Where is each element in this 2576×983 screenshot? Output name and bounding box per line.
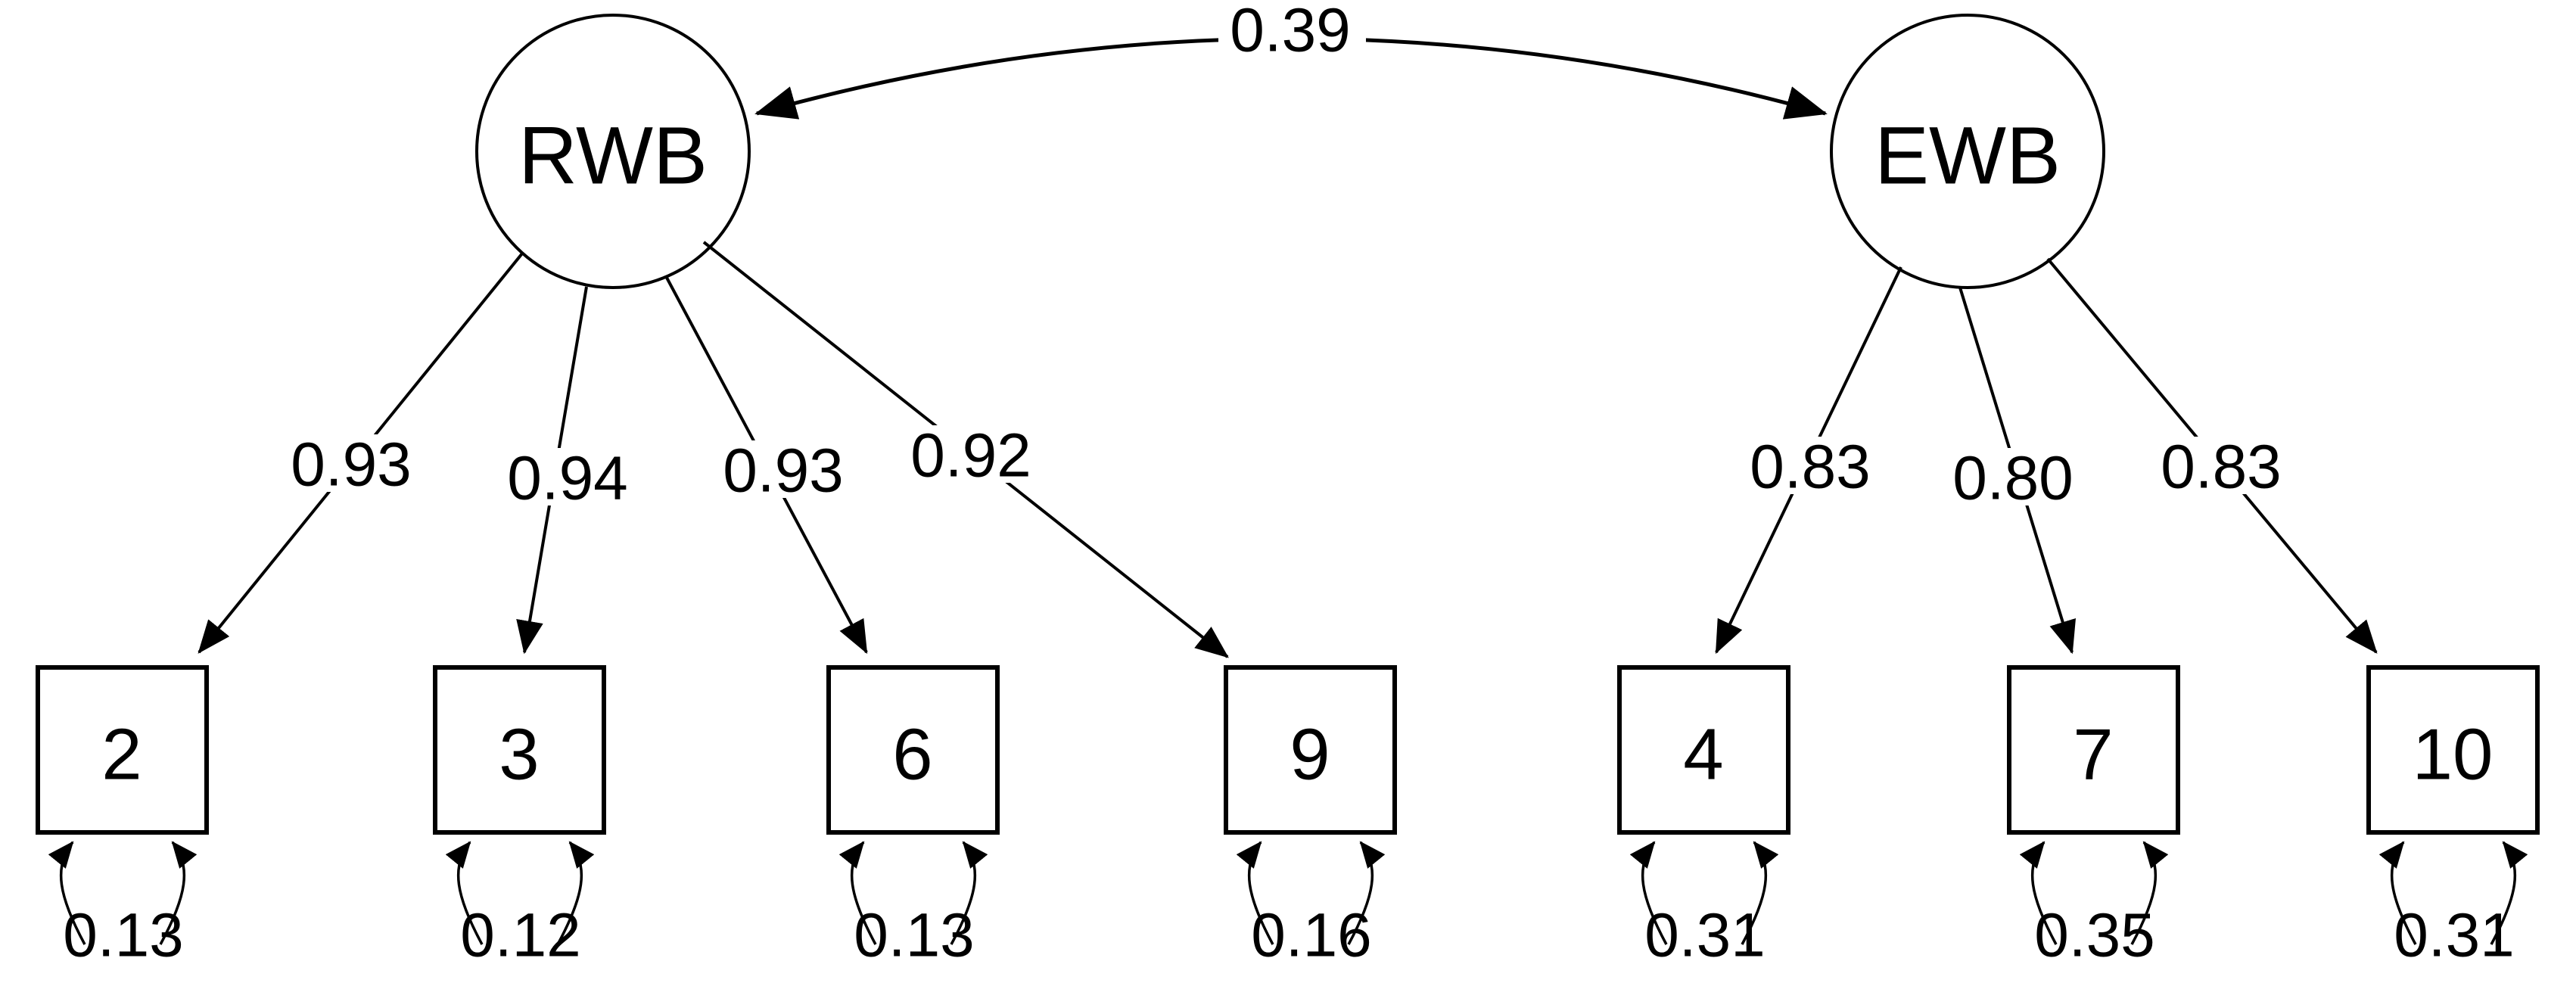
indicator-box-i7[interactable] — [2007, 665, 2180, 835]
indicator-node-i4[interactable]: 4 — [1617, 665, 1790, 835]
loading-label-rwb-i3: 0.94 — [507, 444, 628, 513]
covariance-label-rwb-ewb: 0.39 — [1230, 0, 1351, 65]
residual-arc-right-i2 — [159, 841, 198, 945]
rwb-label: RWB — [518, 110, 708, 201]
residual-label-i10: 0.31 — [2394, 901, 2515, 970]
loading-label-ewb-i7: 0.80 — [1952, 444, 2074, 513]
residual-arc-left-i2 — [48, 841, 86, 945]
indicator-label-i10: 10 — [2413, 714, 2494, 795]
indicator-label-i6: 6 — [892, 714, 932, 795]
loading-edge-rwb-i3: 0.94 — [507, 286, 628, 655]
residual-arc-left-i4 — [1629, 841, 1668, 945]
residual-arc-left-i3 — [445, 841, 484, 945]
ewb-ellipse[interactable] — [1830, 14, 2105, 289]
loading-label-rwb-i6: 0.93 — [723, 437, 844, 505]
loading-label-backdrop-rwb-i6 — [729, 440, 838, 498]
residual-arc-right-i10 — [2490, 841, 2528, 945]
indicator-node-i10[interactable]: 10 — [2366, 665, 2540, 835]
residual-loop-i9: 0.16 — [1236, 841, 1386, 970]
loading-label-backdrop-rwb-i9 — [916, 425, 1025, 483]
residual-arc-right-i3 — [556, 841, 595, 945]
residual-arc-right-i7 — [2130, 841, 2169, 945]
indicator-label-i2: 2 — [101, 714, 142, 795]
rwb-ellipse[interactable] — [475, 14, 751, 289]
residual-label-i6: 0.13 — [854, 901, 975, 970]
residual-arc-right-i6 — [950, 841, 988, 945]
residual-loop-i2: 0.13 — [48, 841, 198, 970]
indicator-box-i4[interactable] — [1617, 665, 1790, 835]
indicator-box-i3[interactable] — [433, 665, 606, 835]
residual-label-i7: 0.35 — [2034, 901, 2155, 970]
residual-label-i9: 0.16 — [1251, 901, 1372, 970]
loading-edge-rwb-i9: 0.92 — [702, 241, 1229, 658]
latent-node-ewb[interactable]: EWB — [1830, 14, 2105, 289]
loading-edge-rwb-i2: 0.93 — [198, 252, 524, 654]
indicator-node-i3[interactable]: 3 — [433, 665, 606, 835]
indicator-label-i4: 4 — [1683, 714, 1723, 795]
indicator-box-i10[interactable] — [2366, 665, 2540, 835]
loading-label-rwb-i9: 0.92 — [910, 422, 1031, 490]
indicator-label-i9: 9 — [1290, 714, 1330, 795]
indicator-node-i9[interactable]: 9 — [1224, 665, 1397, 835]
residual-label-i4: 0.31 — [1644, 901, 1766, 970]
loading-label-backdrop-rwb-i3 — [513, 448, 622, 505]
loading-label-backdrop-ewb-i4 — [1756, 437, 1865, 494]
loading-edge-ewb-i7: 0.80 — [1952, 287, 2076, 655]
loading-edge-rwb-i6: 0.93 — [664, 275, 868, 655]
indicator-node-i2[interactable]: 2 — [36, 665, 209, 835]
covariance-label-backdrop — [1218, 0, 1366, 68]
residual-arc-left-i7 — [2019, 841, 2058, 945]
loading-label-backdrop-rwb-i2 — [297, 434, 406, 492]
residual-loop-i4: 0.31 — [1629, 841, 1779, 970]
residual-arc-left-i6 — [838, 841, 877, 945]
residual-loop-i3: 0.12 — [445, 841, 595, 970]
loading-label-rwb-i2: 0.93 — [291, 431, 412, 499]
indicator-box-i6[interactable] — [826, 665, 1000, 835]
residual-arc-left-i9 — [1236, 841, 1274, 945]
residual-label-i3: 0.12 — [460, 901, 581, 970]
indicator-node-i7[interactable]: 7 — [2007, 665, 2180, 835]
loading-label-backdrop-ewb-i7 — [1958, 448, 2067, 505]
latent-node-rwb[interactable]: RWB — [475, 14, 751, 289]
covariance-edge-rwb-ewb: 0.39 — [754, 0, 1828, 120]
loading-edge-ewb-i10: 0.83 — [2046, 257, 2378, 654]
residual-arc-right-i4 — [1741, 841, 1779, 945]
residual-loop-i7: 0.35 — [2019, 841, 2169, 970]
indicator-label-i7: 7 — [2073, 714, 2113, 795]
indicator-label-i3: 3 — [499, 714, 539, 795]
loading-label-ewb-i10: 0.83 — [2161, 433, 2282, 502]
loading-label-backdrop-ewb-i10 — [2167, 437, 2276, 494]
residual-loop-i6: 0.13 — [838, 841, 988, 970]
indicator-box-i9[interactable] — [1224, 665, 1397, 835]
residual-label-i2: 0.13 — [63, 901, 184, 970]
indicator-box-i2[interactable] — [36, 665, 209, 835]
loading-label-ewb-i4: 0.83 — [1750, 433, 1871, 502]
residual-arc-left-i10 — [2378, 841, 2417, 945]
indicator-node-i6[interactable]: 6 — [826, 665, 1000, 835]
loading-edge-ewb-i4: 0.83 — [1715, 266, 1902, 655]
residual-loop-i10: 0.31 — [2378, 841, 2528, 970]
residual-arc-right-i9 — [1347, 841, 1386, 945]
ewb-label: EWB — [1874, 110, 2061, 201]
